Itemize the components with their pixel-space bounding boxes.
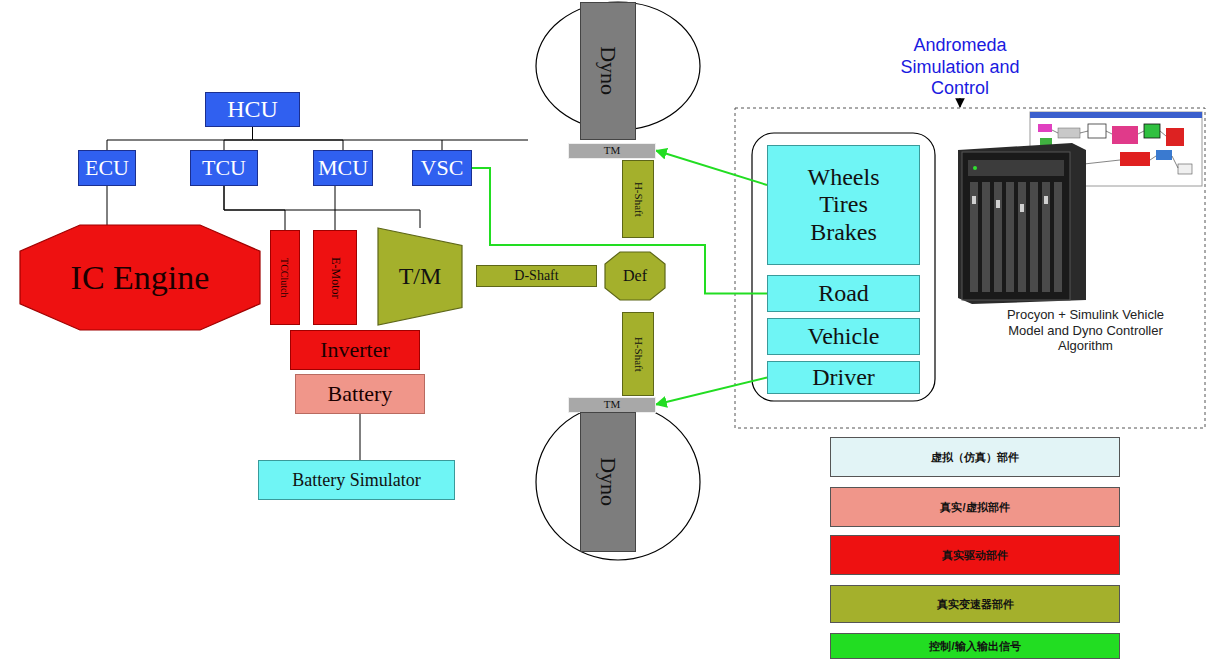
node-label: Vehicle bbox=[808, 323, 880, 351]
node-label: IC Engine bbox=[71, 258, 210, 297]
legend-item: 虚拟（仿真）部件 bbox=[830, 437, 1120, 477]
model-box: Driver bbox=[767, 361, 920, 394]
node-label: E-Motor bbox=[328, 257, 342, 298]
battery-box: Battery bbox=[295, 374, 425, 414]
simulator-box: Battery Simulator bbox=[258, 460, 455, 500]
legend-item: 真实/虚拟部件 bbox=[830, 487, 1120, 527]
node-label: T/M bbox=[399, 263, 442, 291]
node-label: Dyno bbox=[595, 47, 620, 96]
node-label: VSC bbox=[421, 155, 464, 180]
node-label: ECU bbox=[85, 155, 129, 180]
node-label: MCU bbox=[318, 155, 368, 180]
node-label: Def bbox=[623, 267, 647, 285]
bus-line bbox=[442, 140, 528, 141]
clutch-box: TCClutch bbox=[270, 230, 300, 325]
node-label: Road bbox=[818, 280, 869, 308]
legend-label: 真实变速器部件 bbox=[937, 598, 1014, 611]
hardware-chassis bbox=[958, 143, 1086, 304]
control-line bbox=[107, 186, 108, 225]
node-label: TM bbox=[604, 398, 621, 411]
pointer-arrow bbox=[959, 98, 960, 107]
control-line bbox=[224, 186, 285, 230]
node-label: Driver bbox=[812, 364, 875, 392]
node-label: Battery Simulator bbox=[292, 470, 420, 491]
legend-item: 真实驱动部件 bbox=[830, 535, 1120, 575]
shaft-box: D-Shaft bbox=[476, 265, 597, 287]
control-line bbox=[107, 127, 253, 150]
node-label: TCU bbox=[202, 155, 246, 180]
node-label: D-Shaft bbox=[514, 268, 558, 284]
node-label: Battery bbox=[328, 381, 393, 406]
figure-note: Procyon + Simulink Vehicle Model and Dyn… bbox=[988, 307, 1183, 354]
node-outline bbox=[378, 228, 462, 325]
transmission-shape: T/M bbox=[378, 228, 462, 325]
node-label: Inverter bbox=[320, 337, 390, 362]
controller-box: TCU bbox=[190, 150, 258, 186]
node-label: TCClutch bbox=[279, 258, 291, 297]
legend-label: 真实驱动部件 bbox=[942, 549, 1008, 562]
shaft-box: H-Shaft bbox=[622, 312, 654, 396]
node-outline bbox=[20, 225, 260, 330]
legend-item: 真实变速器部件 bbox=[830, 585, 1120, 623]
legend-label: 真实/虚拟部件 bbox=[940, 501, 1009, 514]
node-outline bbox=[605, 252, 665, 300]
shaft-box: H-Shaft bbox=[622, 160, 654, 238]
group-title: Andromeda Simulation and Control bbox=[875, 35, 1045, 100]
control-line bbox=[360, 414, 361, 460]
controller-box: HCU bbox=[205, 92, 300, 127]
dyno-box: Dyno bbox=[580, 412, 636, 552]
engine-block: IC Engine bbox=[20, 225, 260, 330]
legend-label: 控制/输入输出信号 bbox=[929, 640, 1020, 653]
node-label: HCU bbox=[227, 96, 278, 124]
model-box: Road bbox=[767, 275, 920, 312]
node-label: H-Shaft bbox=[632, 337, 645, 372]
dyno-box: Dyno bbox=[580, 2, 636, 140]
torque-meter-box: TM bbox=[568, 397, 656, 413]
legend-item: 控制/输入输出信号 bbox=[830, 633, 1120, 659]
dyno-drum bbox=[536, 404, 700, 560]
controller-box: VSC bbox=[412, 150, 472, 186]
legend-label: 虚拟（仿真）部件 bbox=[931, 451, 1019, 464]
model-box: Vehicle bbox=[767, 318, 920, 355]
controller-box: MCU bbox=[313, 150, 373, 186]
node-label: Dyno bbox=[595, 458, 620, 507]
control-line bbox=[224, 127, 253, 150]
inverter-box: Inverter bbox=[290, 330, 420, 370]
node-label: H-Shaft bbox=[632, 182, 645, 217]
control-line bbox=[224, 186, 420, 228]
signal-line bbox=[656, 378, 767, 405]
model-group bbox=[752, 133, 935, 401]
node-label: Wheels Tires Brakes bbox=[794, 164, 894, 247]
signal-line bbox=[656, 151, 767, 186]
controller-box: ECU bbox=[78, 150, 136, 186]
node-label: TM bbox=[604, 144, 621, 157]
model-box: Wheels Tires Brakes bbox=[767, 145, 920, 265]
simulation-boundary bbox=[735, 108, 1205, 428]
control-line bbox=[335, 186, 336, 230]
control-line bbox=[253, 127, 443, 150]
differential-octagon: Def bbox=[605, 252, 665, 300]
motor-box: E-Motor bbox=[313, 230, 357, 325]
control-line bbox=[253, 127, 344, 150]
torque-meter-box: TM bbox=[568, 143, 656, 159]
